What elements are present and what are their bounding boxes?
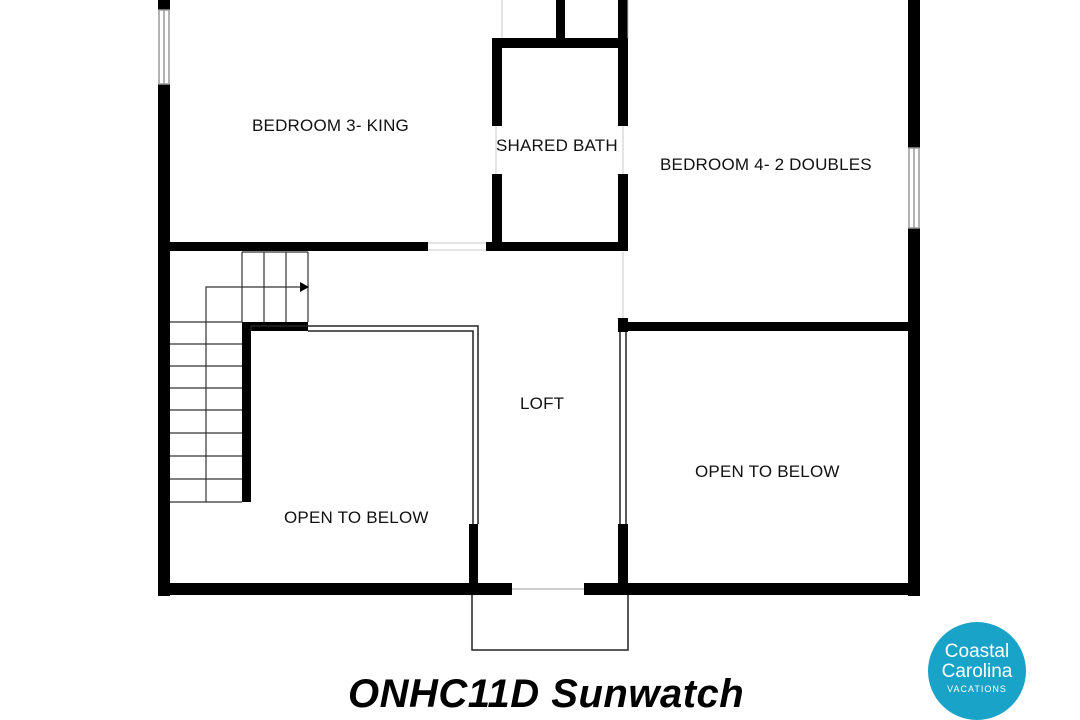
closet-wall-right — [618, 0, 628, 44]
stair-arrow-line — [205, 286, 302, 322]
entry-porch — [471, 595, 629, 651]
bath-east-wall-upper — [618, 38, 628, 126]
staircase — [170, 251, 309, 503]
stair-rail-wall — [242, 440, 251, 502]
south-wall-left — [158, 583, 472, 595]
windows — [158, 9, 920, 229]
south-wall-right — [584, 583, 920, 595]
room-label-bedroom-3: BEDROOM 3- KING — [252, 116, 409, 135]
bath-west-wall-upper — [492, 38, 502, 126]
loft-west-wall-lower — [469, 524, 478, 594]
open-to-below-left-rail — [250, 325, 479, 524]
stair-landing-wall-v — [242, 322, 251, 440]
thin-lines — [250, 325, 629, 651]
stair-arrow-head — [300, 282, 309, 292]
logo-line-3: VACATIONS — [947, 684, 1007, 694]
bedroom3-south-wall — [158, 242, 428, 251]
room-label-open-to-below-right: OPEN TO BELOW — [695, 462, 840, 481]
doorway-gaps — [428, 0, 629, 318]
bath-east-wall-lower — [618, 174, 628, 250]
bath-south-wall — [486, 242, 628, 251]
room-label-open-to-below-left: OPEN TO BELOW — [284, 508, 429, 527]
east-wall-upper — [908, 0, 920, 148]
loft-east-wall-upper — [618, 318, 628, 332]
coastal-carolina-logo: Coastal Carolina VACATIONS — [928, 622, 1026, 720]
logo-line-1: Coastal — [944, 641, 1010, 662]
loft-east-wall-lower — [618, 524, 628, 595]
logo-line-2: Carolina — [941, 661, 1013, 682]
south-wall-mid — [472, 583, 512, 595]
room-label-shared-bath: SHARED BATH — [496, 136, 618, 155]
bedroom4-south-wall — [620, 322, 920, 331]
east-wall-lower — [908, 228, 920, 596]
bath-west-wall-lower — [492, 174, 502, 250]
open-to-below-left-rail-inner — [308, 330, 474, 524]
west-wall-upper — [158, 0, 170, 10]
room-label-loft: LOFT — [520, 394, 565, 413]
floor-plan — [158, 0, 920, 651]
property-title: ONHC11D Sunwatch — [348, 672, 745, 716]
interior-walls — [158, 0, 920, 595]
west-wall — [158, 84, 170, 596]
closet-wall-left — [556, 0, 565, 44]
room-label-bedroom-4: BEDROOM 4- 2 DOUBLES — [660, 155, 872, 174]
exterior-walls — [158, 0, 920, 596]
